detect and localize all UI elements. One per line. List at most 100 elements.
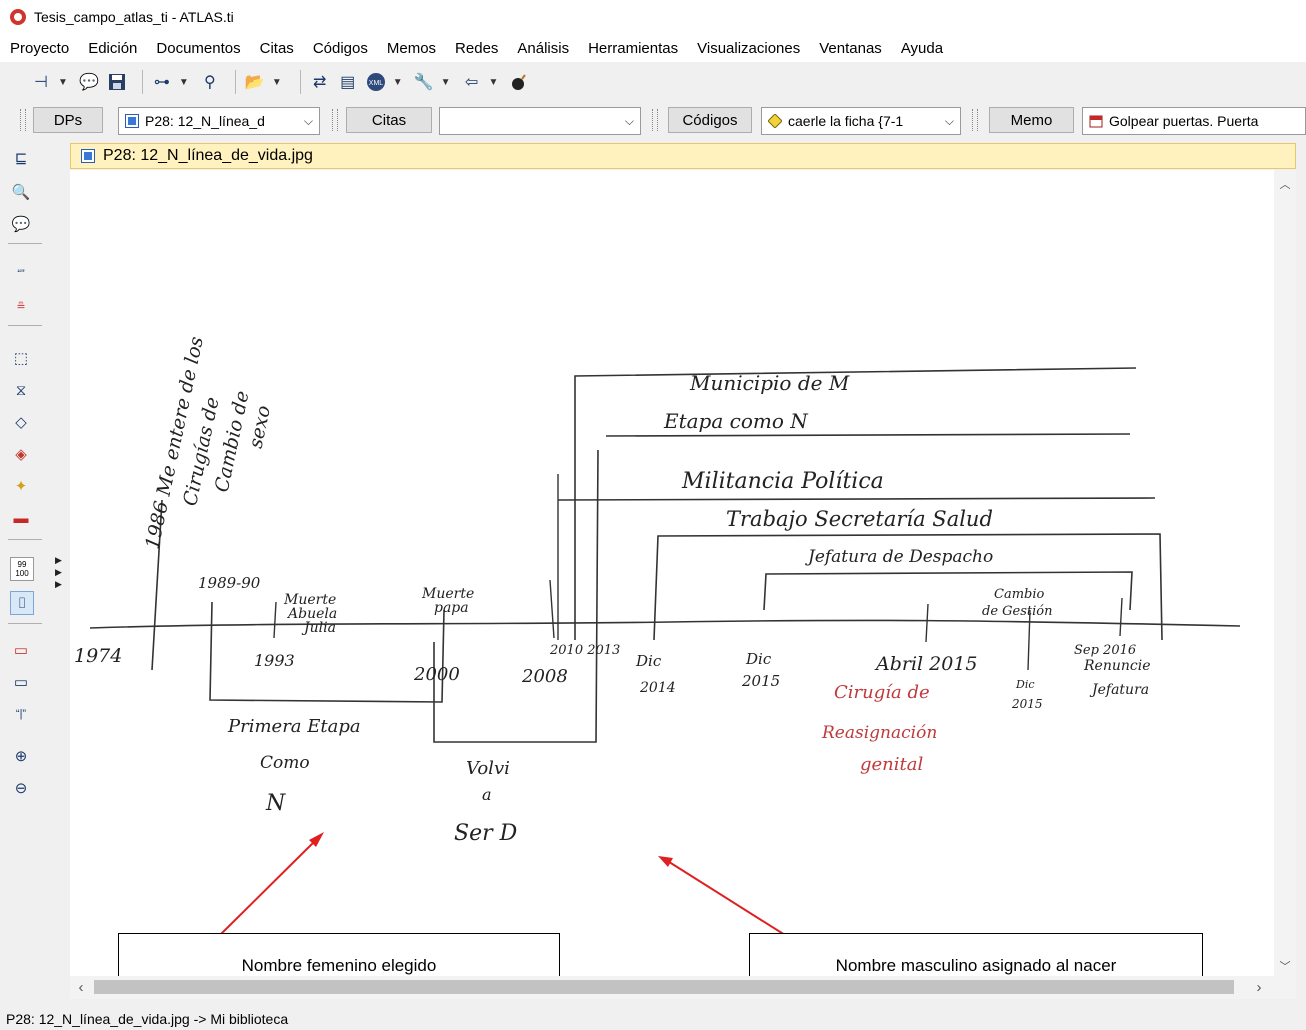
menu-memos[interactable]: Memos [386,39,437,57]
percentage-icon[interactable]: 99 100 [10,557,34,581]
chevron-down-icon[interactable]: ⌵ [944,113,954,128]
chevron-down-icon[interactable]: ▼ [178,76,189,88]
menu-herramientas[interactable]: Herramientas [588,39,679,57]
expand-arrow-icon[interactable]: ▶ [55,555,62,565]
codigos-button[interactable]: Códigos [668,107,752,133]
handwritten-2000: 2000 [413,664,460,685]
comment-icon[interactable]: 💬 [78,74,99,91]
expand-arrow-icon[interactable]: ▶ [55,567,62,577]
chevron-down-icon[interactable]: ▼ [392,76,403,88]
scroll-down-icon[interactable]: ﹀ [1279,961,1291,973]
chevron-down-icon[interactable]: ⌵ [303,113,313,128]
handwritten-genital: genital [860,754,923,775]
chevron-down-icon[interactable]: ▼ [440,76,451,88]
document-viewer[interactable]: 1986 Me entere de los Cirugías de Cambio… [70,170,1296,999]
open-folder-icon[interactable]: 📂 [244,74,265,91]
quick-coding-icon[interactable]: ◈ [15,446,27,463]
handwritten-volvi: Volvi [466,758,510,779]
zoom-in-icon[interactable]: ⊕ [14,748,28,765]
scroll-left-icon[interactable]: ‹ [78,979,84,996]
code-selector-value: caerle la ficha {7-1 [788,113,904,129]
toolbar-grip[interactable] [972,109,978,131]
image-document-icon [125,114,139,128]
resize-quote-icon[interactable]: “|” [15,708,27,720]
handwritten-dic: Dic [635,652,662,670]
memo-selector-value: Golpear puertas. Puerta [1109,113,1259,129]
create-quote-icon[interactable]: “” [17,268,25,280]
document-selector-value: P28: 12_N_línea_d [145,113,265,129]
menu-analisis[interactable]: Análisis [517,39,570,57]
toolbar-separator [8,539,42,540]
toolbar-separator [8,243,42,244]
code-selector[interactable]: caerle la ficha {7-1 ⌵ [761,107,961,135]
margin-area-icon[interactable]: ⊑ [14,150,28,167]
memo-button[interactable]: Memo [989,107,1074,133]
memo-selector[interactable]: Golpear puertas. Puerta [1082,107,1306,135]
network-icon[interactable]: ⊶ [153,74,170,91]
citas-button[interactable]: Citas [346,107,432,133]
handwritten-julia: Julia [301,620,336,636]
menu-ventanas[interactable]: Ventanas [819,39,882,57]
chevron-down-icon[interactable]: ▼ [271,76,282,88]
handwritten-cambio-gestion: Cambio [994,587,1045,602]
menu-proyecto[interactable]: Proyecto [10,39,70,57]
handwritten-2014: 2014 [639,680,676,696]
code-manager-icon[interactable]: ⇄ [313,74,327,91]
xml-icon[interactable]: XML [365,71,387,93]
handwritten-cirugia: Cirugía de [834,682,930,703]
horizontal-scrollbar[interactable]: ‹ › [70,976,1296,999]
dps-button[interactable]: DPs [33,107,103,133]
document-selector[interactable]: P28: 12_N_línea_d ⌵ [118,107,320,135]
comment-icon[interactable]: 💬 [11,216,31,233]
menu-redes[interactable]: Redes [455,39,499,57]
scroll-up-icon[interactable]: ︿ [1279,179,1291,191]
chevron-down-icon[interactable]: ⌵ [624,113,634,128]
code-by-list-icon[interactable]: ◇ [15,414,27,431]
chevron-down-icon[interactable]: ▼ [488,76,499,88]
toolbar-grip[interactable] [652,109,658,131]
scroll-right-icon[interactable]: › [1256,979,1262,996]
search-icon[interactable]: 🔍 [11,184,31,201]
quote-list-icon[interactable]: ≞ [16,300,26,313]
save-icon[interactable] [106,71,128,93]
handwritten-dic-2015: Dic [745,650,772,668]
arrow-male-name [658,856,786,936]
move-down-icon[interactable]: ▭ [13,674,29,691]
handwritten-jefatura-b: Jefatura [1089,682,1149,698]
wrench-icon[interactable]: 🔧 [413,74,434,91]
code-icon[interactable]: ✦ [14,478,28,495]
vertical-scrollbar[interactable]: ︿ ﹀ [1274,170,1296,976]
toolbar-grip[interactable] [20,109,26,131]
menu-codigos[interactable]: Códigos [312,39,368,57]
horizontal-scroll-thumb[interactable] [94,980,1234,994]
new-document-icon[interactable]: ⊣ [34,74,48,91]
svg-text:XML: XML [369,80,384,87]
menu-edicion[interactable]: Edición [88,39,138,57]
handwritten-como: Como [260,753,310,773]
query-tool-icon[interactable]: ▤ [340,74,356,91]
zoom-out-icon[interactable]: ⊖ [14,780,28,797]
memo-icon[interactable]: ▬ [13,509,29,527]
menu-visualizaciones[interactable]: Visualizaciones [697,39,801,57]
document-tab-header[interactable]: P28: 12_N_línea_de_vida.jpg [70,143,1296,169]
menu-citas[interactable]: Citas [259,39,294,57]
chevron-down-icon[interactable]: ▼ [58,76,68,88]
handwritten-2008: 2008 [521,666,568,687]
move-up-icon[interactable]: ▭ [13,642,29,659]
quotation-selector[interactable]: ⌵ [439,107,641,135]
toolbar-separator [8,623,42,624]
open-coding-icon[interactable]: ⬚ [13,350,29,367]
fit-page-icon[interactable]: ⌷ [10,591,34,615]
binoculars-icon[interactable]: ⚲ [203,74,216,91]
handwritten-sep-2016: Sep 2016 [1074,643,1136,658]
back-arrow-icon[interactable]: ⇦ [464,74,479,91]
in-vivo-coding-icon[interactable]: ⧖ [15,381,27,399]
bomb-icon[interactable] [508,71,530,93]
toolbar-grip[interactable] [332,109,338,131]
handwritten-1989-90: 1989-90 [198,574,261,592]
arrow-female-name [219,832,324,936]
toolbar-separator [299,70,301,94]
menu-documentos[interactable]: Documentos [156,39,241,57]
expand-arrow-icon[interactable]: ▶ [55,579,62,589]
menu-ayuda[interactable]: Ayuda [900,39,944,57]
